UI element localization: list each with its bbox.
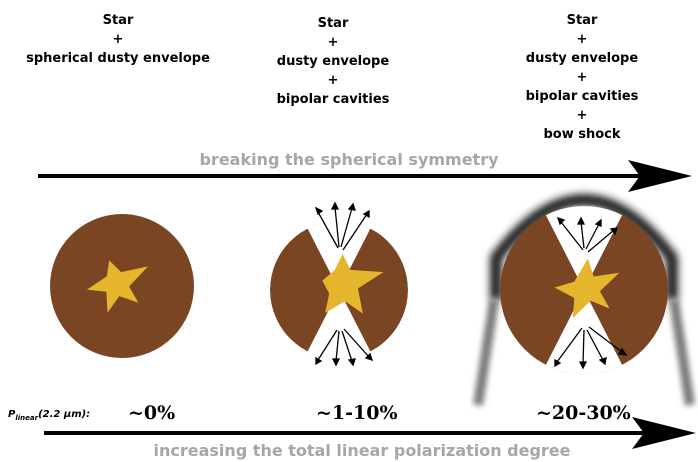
polarization-value-bipolar: ~1-10%: [316, 402, 398, 424]
polarization-label-sub: linear: [15, 414, 38, 422]
polarization-label-suffix: (2.2 μm):: [38, 409, 90, 420]
polarization-value-spherical: ~0%: [128, 402, 175, 424]
polarization-value-bowshock: ~20-30%: [536, 402, 631, 424]
polarization-label: Plinear(2.2 μm):: [8, 409, 90, 422]
top-arrow: [38, 160, 692, 192]
bottom-arrow-label: increasing the total linear polarization…: [13, 441, 698, 460]
